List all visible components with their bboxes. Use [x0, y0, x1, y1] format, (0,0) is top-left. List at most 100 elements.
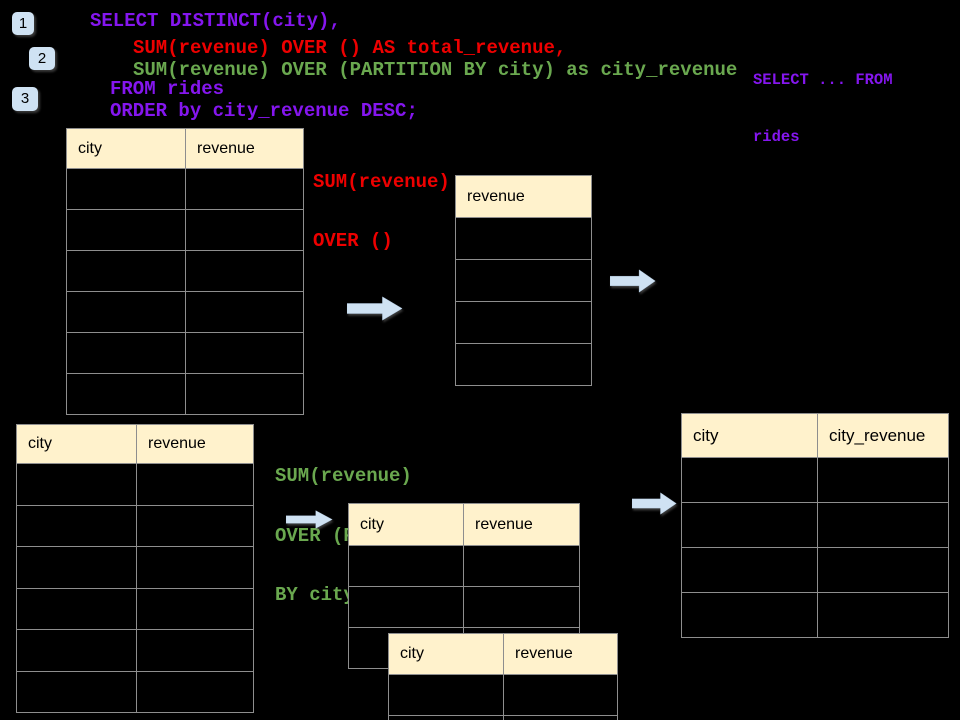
table-row [16, 629, 254, 672]
table-cell [681, 547, 818, 593]
table-row [455, 343, 592, 386]
table-cell [455, 301, 592, 344]
table-cell [16, 587, 137, 630]
table-row [16, 587, 254, 630]
table-row [455, 217, 592, 260]
step-badge-1: 1 [12, 12, 34, 35]
table-cell [817, 457, 949, 503]
table-cell [16, 546, 137, 589]
table-cell [455, 259, 592, 302]
table-cell [455, 217, 592, 260]
table-cell [185, 291, 304, 333]
table-cell [136, 504, 254, 547]
table-row [455, 259, 592, 302]
table-row [388, 674, 618, 716]
select-from-note-line: SELECT ... FROM [753, 71, 893, 89]
column-header-revenue: revenue [455, 175, 592, 218]
table-row [66, 373, 304, 415]
sql-line-city-revenue: SUM(revenue) OVER (PARTITION BY city) as… [133, 59, 738, 81]
column-header-city: city [388, 633, 504, 675]
column-header-city: city [16, 424, 137, 464]
table-cell [503, 715, 618, 720]
table-cell [185, 168, 304, 210]
table-cell [455, 343, 592, 386]
table-row [66, 168, 304, 210]
table-cell [66, 250, 186, 292]
table-row [681, 592, 949, 638]
sql-line-from: FROM rides [110, 78, 225, 100]
table-cell [185, 373, 304, 415]
flow-arrow-right-icon [610, 269, 656, 293]
sum-partition-annotation-line: SUM(revenue) [275, 465, 412, 487]
table-cell [136, 463, 254, 506]
sum-over-annotation: SUM(revenue) OVER () [313, 135, 450, 288]
flow-arrow-right-icon [286, 510, 333, 529]
table-row [66, 209, 304, 251]
table-partition-overlay: city revenue [388, 633, 618, 720]
column-header-revenue: revenue [503, 633, 618, 675]
table-header-row: city revenue [66, 128, 304, 169]
table-cell [348, 545, 464, 587]
table-cell [16, 670, 137, 713]
table-total-revenue-result: revenue [455, 175, 592, 386]
table-cell [66, 373, 186, 415]
table-row [681, 502, 949, 548]
table-row [16, 463, 254, 506]
table-cell [16, 629, 137, 672]
step-badge-3: 3 [12, 87, 38, 111]
table-cell [185, 209, 304, 251]
table-cell [681, 592, 818, 638]
flow-arrow-right-icon [347, 296, 403, 321]
table-cell [136, 629, 254, 672]
table-cell [66, 291, 186, 333]
table-row [348, 545, 580, 587]
flow-arrow-right-icon [632, 492, 677, 515]
table-cell [16, 504, 137, 547]
table-cell [348, 586, 464, 628]
table-cell [388, 715, 504, 720]
table-source-rides-top: city revenue [66, 128, 304, 415]
table-row [66, 291, 304, 333]
sql-line-total-revenue: SUM(revenue) OVER () AS total_revenue, [133, 37, 567, 59]
column-header-city: city [681, 413, 818, 458]
column-header-revenue: revenue [463, 503, 580, 546]
column-header-city: city [348, 503, 464, 546]
table-row [66, 250, 304, 292]
table-cell [66, 332, 186, 374]
sql-line-order-by: ORDER by city_revenue DESC; [110, 100, 418, 122]
select-from-note: SELECT ... FROM rides [753, 34, 893, 184]
sum-over-annotation-line: SUM(revenue) [313, 171, 450, 193]
table-cell [681, 457, 818, 503]
sum-over-annotation-line: OVER () [313, 229, 393, 252]
table-cell [66, 168, 186, 210]
table-cell [16, 463, 137, 506]
table-cell [185, 332, 304, 374]
column-header-revenue: revenue [136, 424, 254, 464]
table-cell [136, 670, 254, 713]
table-cell [817, 592, 949, 638]
table-row [681, 547, 949, 593]
table-cell [66, 209, 186, 251]
table-cell [136, 546, 254, 589]
table-header-row: revenue [455, 175, 592, 218]
table-cell [817, 547, 949, 593]
step-badge-2: 2 [29, 47, 55, 70]
table-cell [817, 502, 949, 548]
table-cell [388, 674, 504, 716]
column-header-city-revenue: city_revenue [817, 413, 949, 458]
column-header-city: city [66, 128, 186, 169]
table-row [681, 457, 949, 503]
table-cell [463, 545, 580, 587]
table-header-row: city revenue [388, 633, 618, 675]
table-source-rides-bottom: city revenue [16, 424, 254, 713]
table-row [66, 332, 304, 374]
table-header-row: city revenue [16, 424, 254, 464]
table-header-row: city revenue [348, 503, 580, 546]
select-from-note-line: rides [753, 128, 800, 146]
sql-line-select: SELECT DISTINCT(city), [90, 10, 341, 32]
table-cell [463, 586, 580, 628]
table-row [388, 715, 618, 720]
table-city-revenue-result: city city_revenue [681, 413, 949, 638]
table-cell [681, 502, 818, 548]
